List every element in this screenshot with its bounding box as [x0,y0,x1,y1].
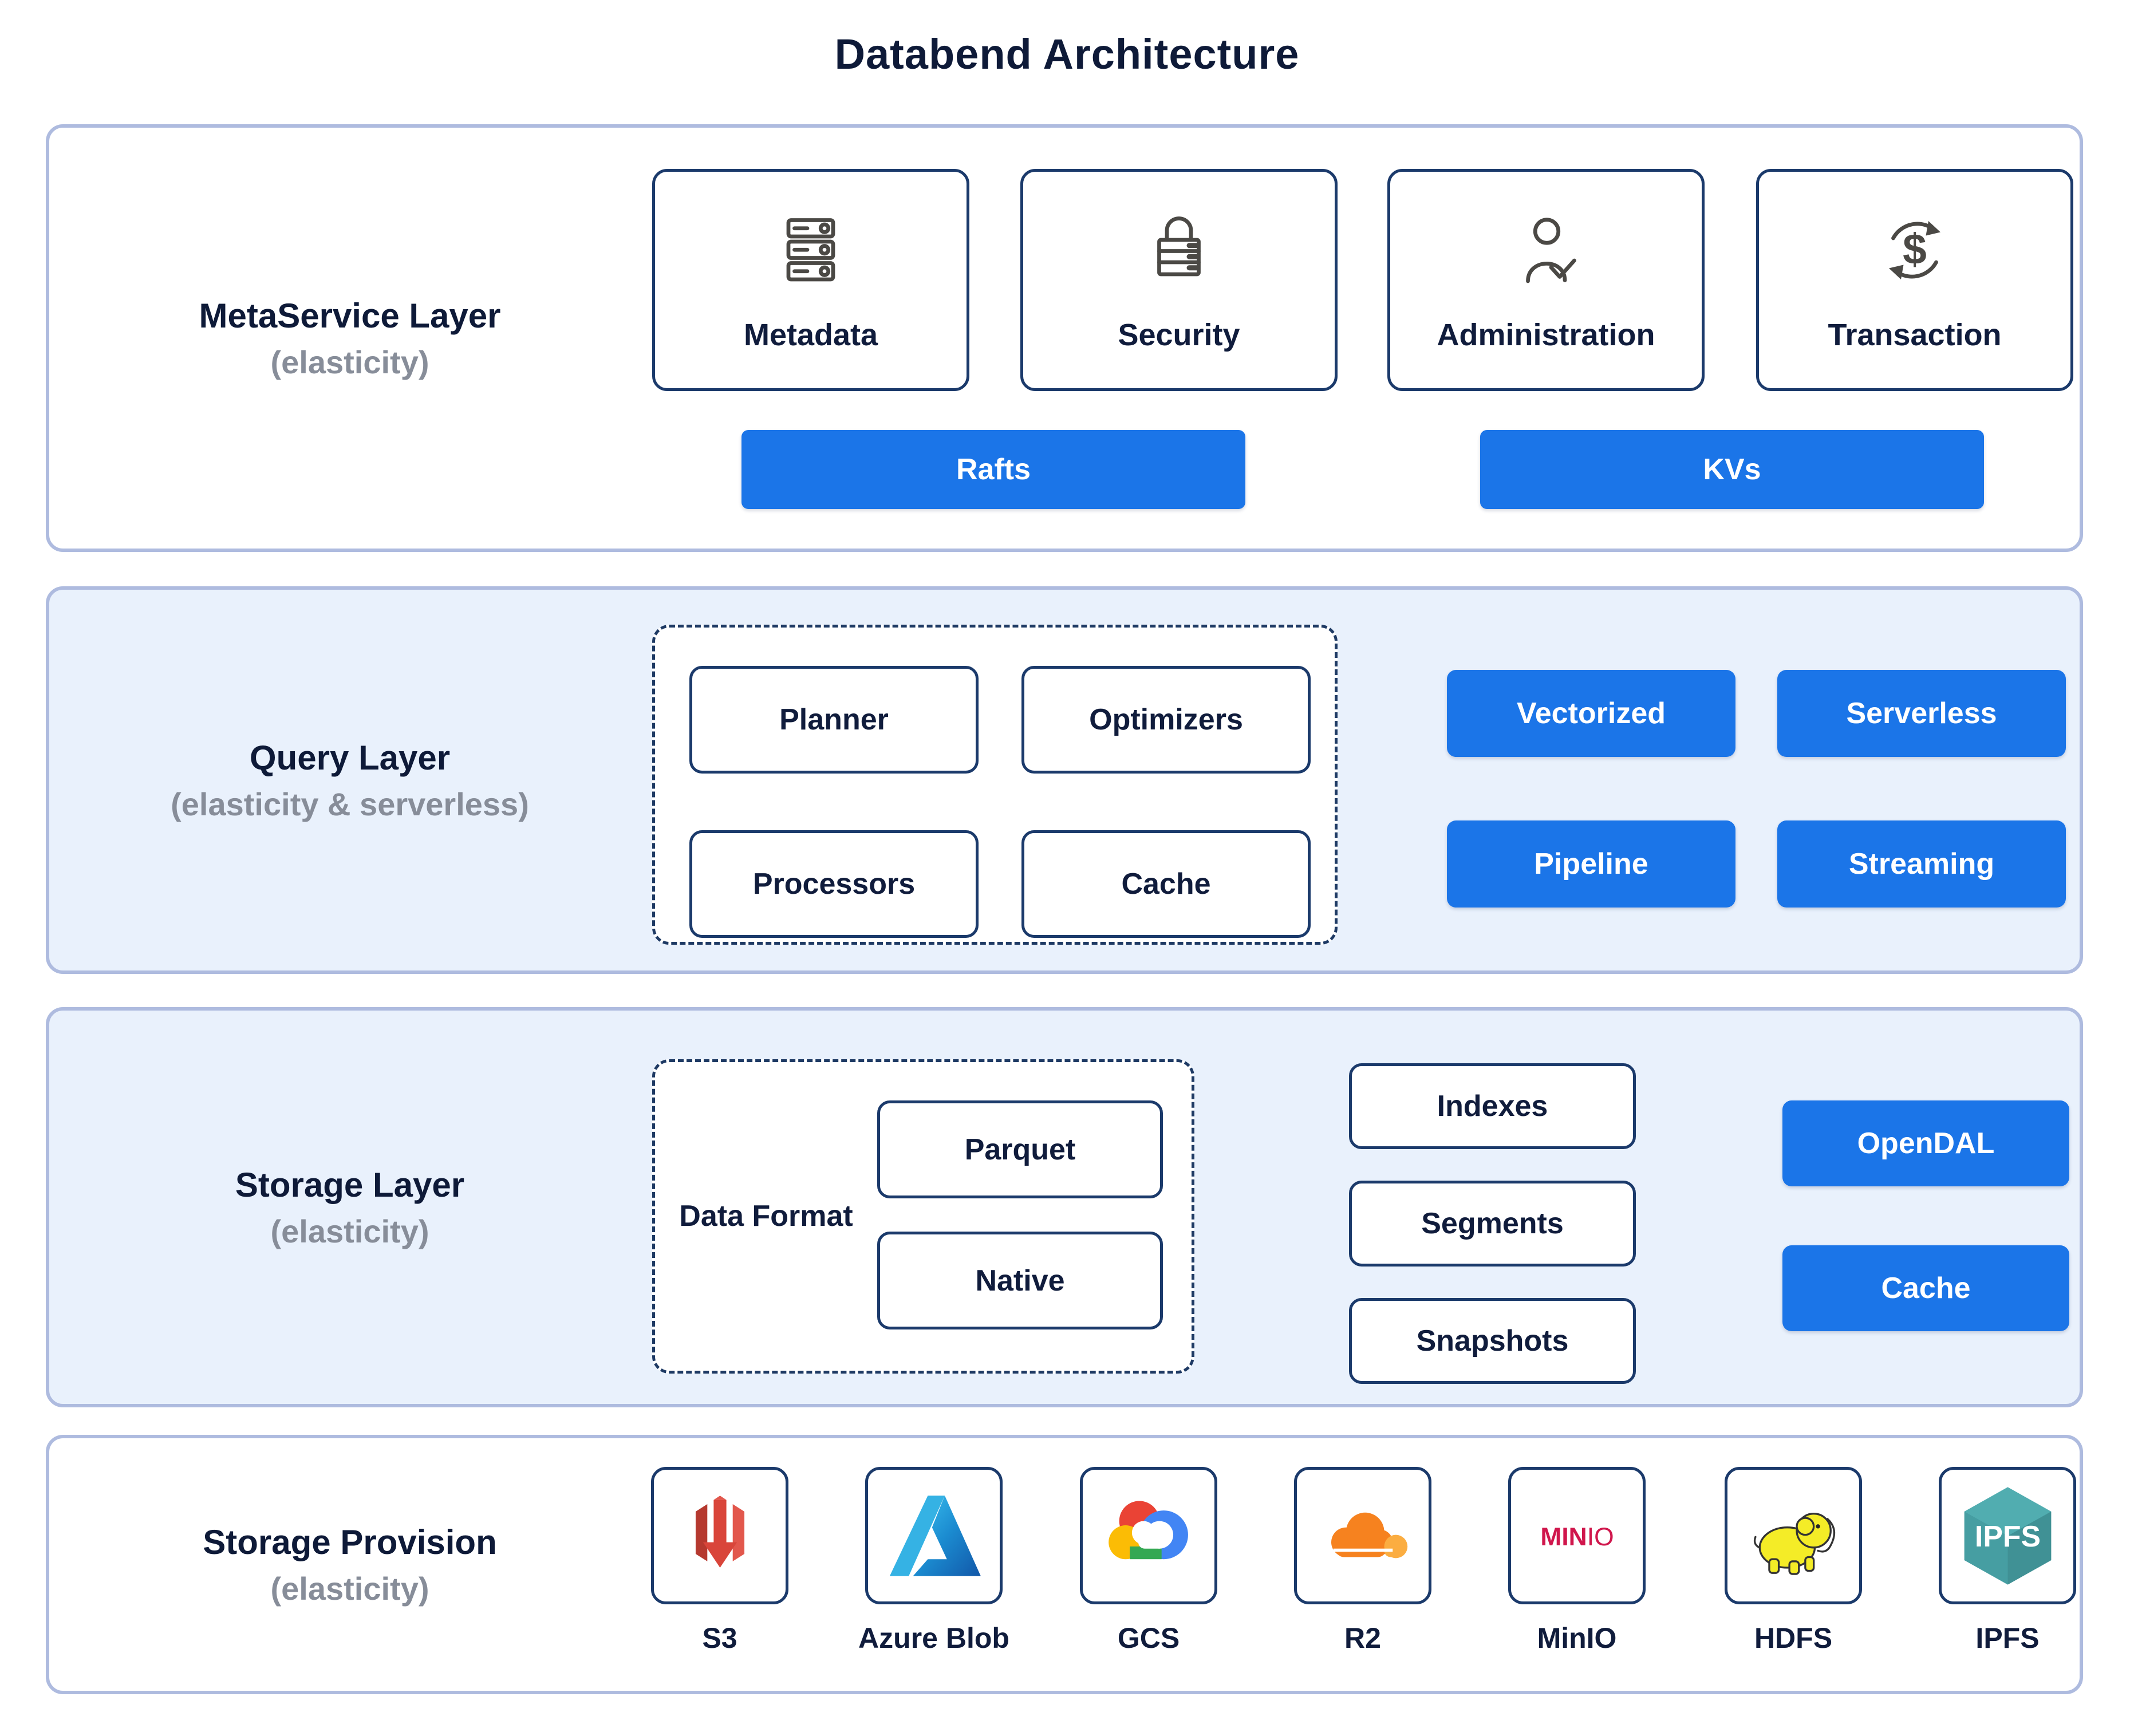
layer-subtitle: (elasticity) [270,1213,429,1249]
pill-label: Vectorized [1516,697,1666,730]
provider-label: HDFS [1754,1622,1833,1654]
box-label: Segments [1421,1207,1564,1240]
box-label: Native [975,1264,1065,1297]
box-label: Indexes [1437,1090,1548,1123]
box-label: Snapshots [1416,1324,1569,1358]
provider-minio: MINIO MinIO [1480,1467,1674,1655]
serverless-pill: Serverless [1777,670,2066,757]
streaming-pill: Streaming [1777,820,2066,908]
cloudflare-icon [1331,1512,1407,1558]
provider-tile: IPFS [1939,1467,2076,1604]
pill-label: OpenDAL [1857,1127,1995,1160]
parquet-box: Parquet [877,1100,1163,1198]
query-engine-group: Planner Optimizers Processors Cache [652,625,1338,945]
provider-label: S3 [702,1622,737,1654]
transaction-card: $ Transaction [1756,169,2073,391]
page-title: Databend Architecture [834,30,1300,78]
provider-azure-blob: Azure Blob [837,1467,1031,1655]
provider-ipfs: IPFS IPFS [1910,1467,2105,1655]
cache-box: Cache [1021,830,1311,938]
provider-s3: S3 [622,1467,817,1655]
kvs-pill: KVs [1480,430,1984,509]
layer-subtitle: (elasticity & serverless) [171,786,529,822]
pill-label: Cache [1881,1272,1971,1305]
segments-box: Segments [1349,1181,1636,1267]
provider-r2: R2 [1265,1467,1460,1655]
provider-label: R2 [1344,1622,1381,1654]
azure-icon [889,1495,981,1576]
administration-card: Administration [1387,169,1705,391]
optimizers-box: Optimizers [1021,666,1311,774]
provision-layer-label: Storage Provision (elasticity) [49,1438,650,1691]
svg-text:$: $ [1903,225,1927,273]
provider-hdfs: HDFS [1696,1467,1891,1655]
gcs-icon [1108,1500,1188,1559]
opendal-pill: OpenDAL [1782,1100,2069,1186]
data-format-label: Data Format [679,1200,853,1233]
metaservice-layer-panel: MetaService Layer (elasticity) Metadata [46,124,2083,552]
vectorized-pill: Vectorized [1447,670,1735,757]
query-layer-label: Query Layer (elasticity & serverless) [49,590,650,970]
metaservice-layer-label: MetaService Layer (elasticity) [49,128,650,549]
indexes-box: Indexes [1349,1063,1636,1149]
card-label: Administration [1437,318,1655,352]
pill-label: Pipeline [1534,847,1648,881]
provider-tile: MINIO [1508,1467,1646,1604]
user-check-icon [1526,218,1576,283]
provider-gcs: GCS [1051,1467,1246,1655]
planner-box: Planner [689,666,979,774]
pipeline-pill: Pipeline [1447,820,1735,908]
metadata-card: Metadata [652,169,969,391]
provider-label: Azure Blob [858,1622,1009,1654]
pill-label: Streaming [1848,847,1995,881]
ipfs-icon: IPFS [1964,1486,2051,1585]
provider-tile [651,1467,788,1604]
pill-label: KVs [1703,453,1761,486]
card-label: Security [1118,318,1240,352]
hadoop-elephant-icon [1753,1512,1835,1575]
query-layer-panel: Query Layer (elasticity & serverless) Pl… [46,586,2083,974]
provider-tile [1080,1467,1217,1604]
layer-title: MetaService Layer [199,296,501,335]
rafts-pill: Rafts [741,430,1245,509]
minio-icon: MINIO [1540,1523,1614,1551]
card-label: Metadata [743,318,878,352]
dollar-cycle-icon: $ [1889,221,1940,279]
layer-title: Storage Provision [203,1522,497,1561]
svg-text:IPFS: IPFS [1974,1520,2040,1553]
s3-icon [695,1495,744,1568]
pill-label: Serverless [1846,697,1997,730]
provider-label: MinIO [1537,1622,1617,1654]
box-label: Optimizers [1089,703,1243,736]
card-label: Transaction [1828,318,2002,352]
data-format-group: Data Format Parquet Native [652,1059,1194,1374]
server-stack-icon [786,218,835,282]
provider-label: GCS [1117,1622,1180,1654]
security-card: Security [1020,169,1338,391]
box-label: Planner [779,703,889,736]
layer-subtitle: (elasticity) [270,344,429,380]
box-label: Processors [752,867,916,901]
svg-text:MINIO: MINIO [1540,1523,1614,1551]
layer-subtitle: (elasticity) [270,1570,429,1607]
layer-title: Storage Layer [235,1165,465,1204]
box-label: Parquet [964,1133,1076,1166]
box-label: Cache [1121,867,1211,901]
layer-title: Query Layer [249,738,451,777]
storage-layer-label: Storage Layer (elasticity) [49,1011,650,1404]
snapshots-box: Snapshots [1349,1298,1636,1384]
storage-layer-panel: Storage Layer (elasticity) Data Format P… [46,1007,2083,1407]
provider-tile [1294,1467,1431,1604]
storage-provision-panel: Storage Provision (elasticity) S3 [46,1435,2083,1694]
padlock-icon [1157,216,1201,277]
provider-tile [1725,1467,1862,1604]
pill-label: Rafts [956,453,1031,486]
native-box: Native [877,1232,1163,1329]
provider-label: IPFS [1975,1622,2040,1654]
processors-box: Processors [689,830,979,938]
provider-tile [865,1467,1003,1604]
storage-cache-pill: Cache [1782,1245,2069,1331]
